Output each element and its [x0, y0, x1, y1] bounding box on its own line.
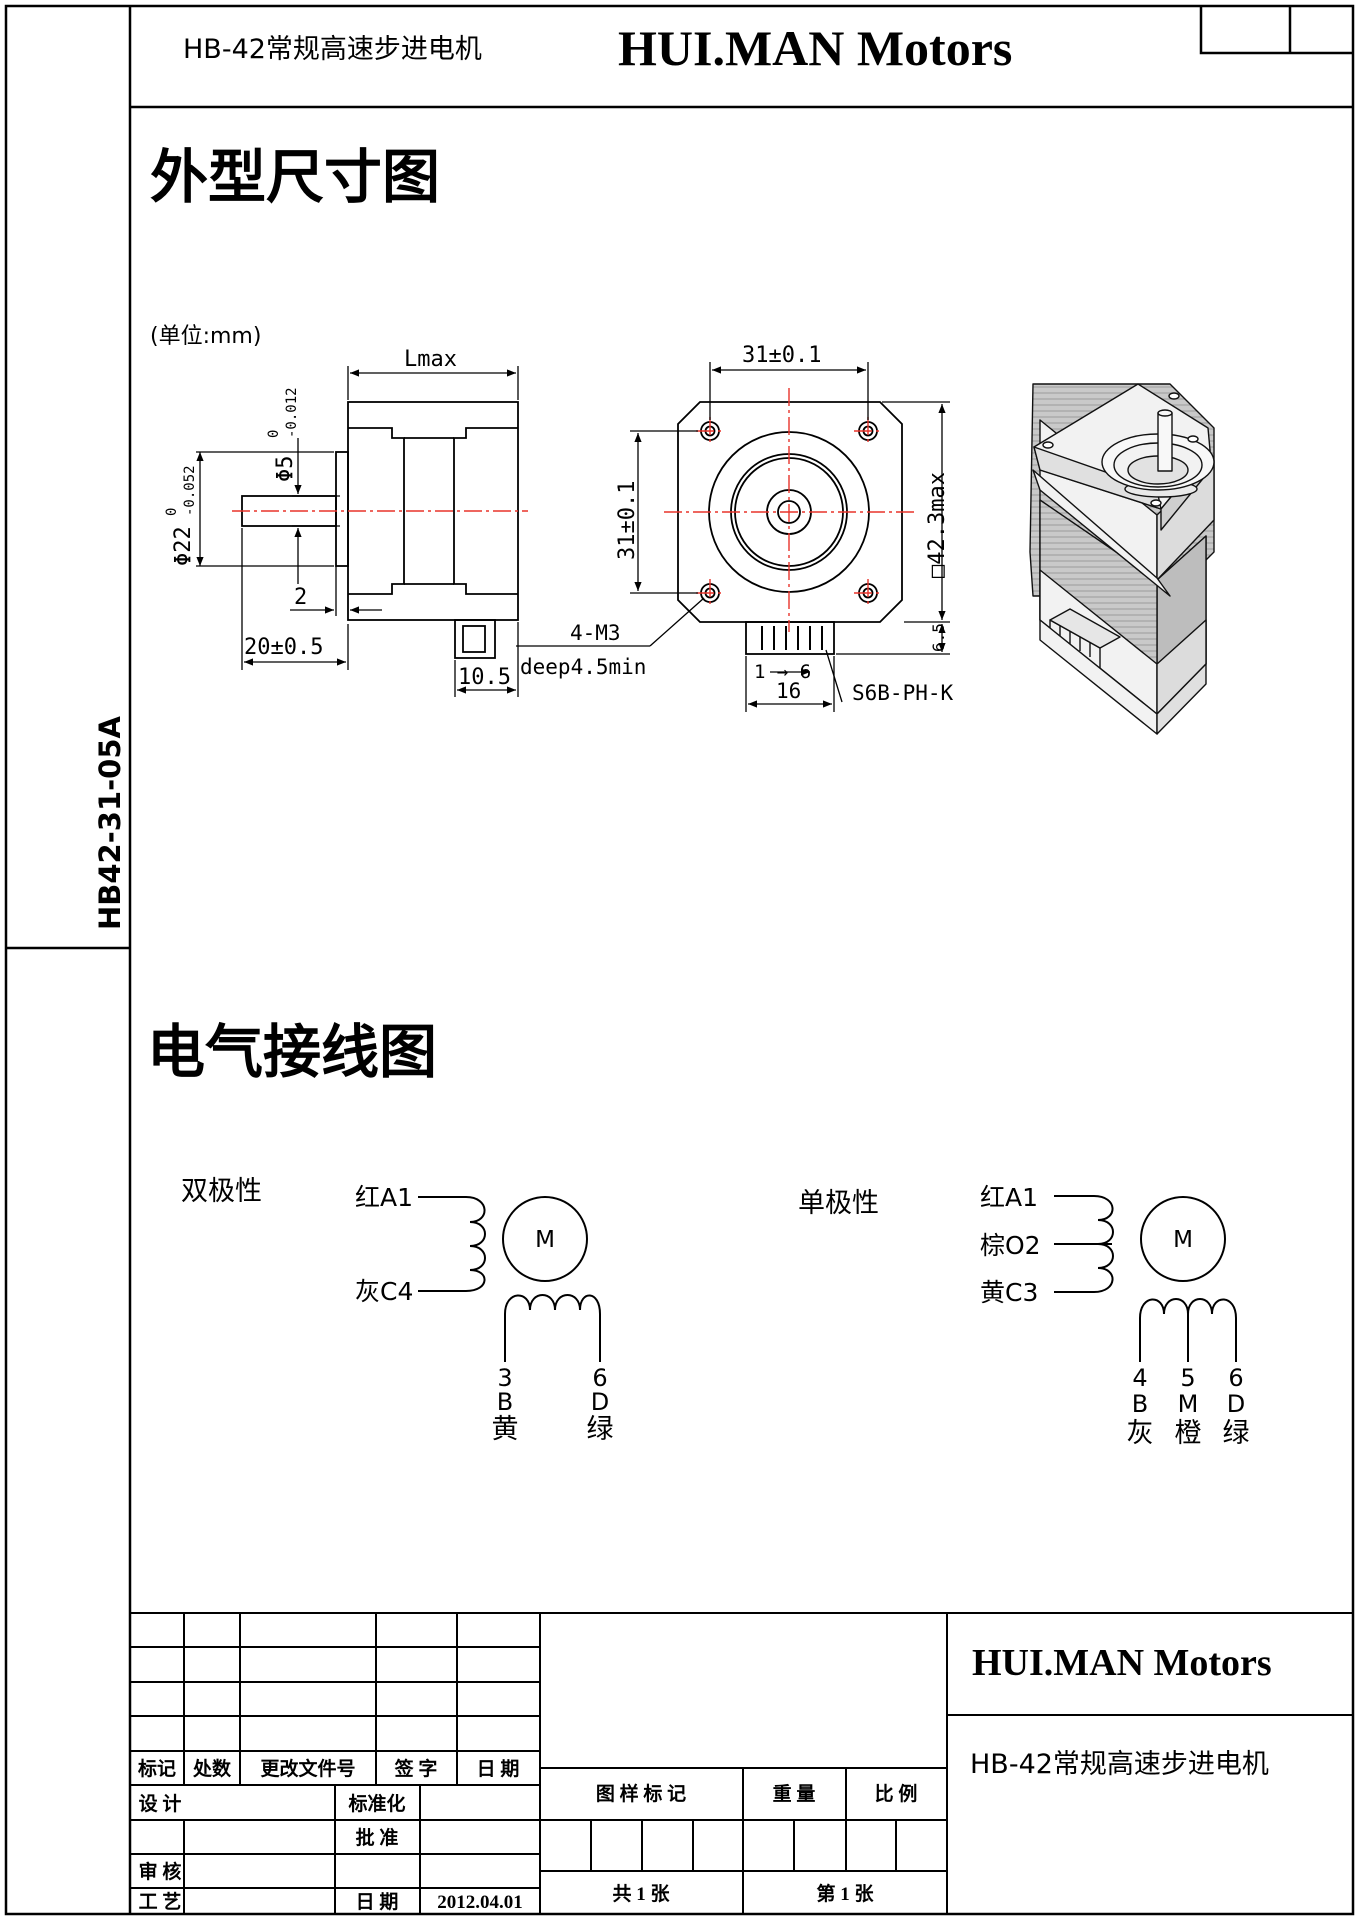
- unipolar-pin-m-num: 5: [1180, 1364, 1195, 1392]
- bipolar-pin-b-letter: B: [497, 1388, 513, 1416]
- dim-hole-spacing-vertical: 31±0.1: [615, 481, 640, 560]
- unipolar-motor-label: M: [1173, 1227, 1193, 1253]
- revision-headers: 标记 处数 更改文件号 签 字 日 期: [138, 1757, 519, 1780]
- bipolar-motor-symbol: [502, 1196, 588, 1282]
- unipolar-coil-a: [1054, 1195, 1114, 1293]
- dim-shaft-diameter: Φ5 0 -0.012: [266, 387, 300, 482]
- front-view-dimensions: [516, 362, 950, 712]
- unipolar-coil-b: [1139, 1298, 1237, 1362]
- unipolar-coil-o2: 棕O2: [980, 1231, 1041, 1260]
- unipolar-pin-b-num: 4: [1132, 1364, 1147, 1392]
- side-model-number: HB42-31-05A: [93, 715, 127, 930]
- side-view: [241, 401, 519, 659]
- dim-lmax: Lmax: [404, 347, 457, 372]
- bipolar-coil-a: [418, 1196, 486, 1292]
- dim-hole-spacing-horizontal: 31±0.1: [742, 343, 821, 368]
- bipolar-coil-a-bottom: 灰C4: [355, 1277, 413, 1306]
- dim-boss-height: 2: [294, 585, 307, 610]
- unipolar-pin-b: 4 B 灰: [1127, 1364, 1154, 1449]
- bipolar-pin-b: 3 B 黄: [492, 1364, 519, 1445]
- unipolar-label: 单极性: [798, 1188, 879, 1219]
- label-scale: 比 例: [875, 1782, 918, 1805]
- side-view-dimensions: [196, 366, 519, 697]
- unipolar-pin-d: 6 D 绿: [1223, 1364, 1250, 1449]
- connector-pins: [761, 626, 823, 650]
- dim-flange-size: □42.3max: [925, 472, 950, 578]
- unipolar-pin-b-color: 灰: [1127, 1418, 1154, 1449]
- dim-screw-spec: 4-M3: [570, 621, 621, 645]
- bipolar-pin-b-color: 黄: [492, 1414, 519, 1445]
- dim-shaft-length: 20±0.5: [244, 635, 323, 660]
- dim-boss-dia-text: Φ22: [171, 526, 196, 566]
- dim-shaft-dia-text: Φ5: [273, 456, 298, 483]
- unit-note: (单位:mm): [150, 324, 261, 349]
- label-standardize: 标准化: [348, 1792, 405, 1815]
- unipolar-coil-c3: 黄C3: [980, 1278, 1038, 1307]
- bipolar-pin-d: 6 D 绿: [587, 1364, 614, 1445]
- unipolar-pin-d-color: 绿: [1223, 1418, 1250, 1449]
- motor-3d-render: [1029, 383, 1215, 735]
- dim-pin-range: 1 → 6: [754, 661, 811, 683]
- rev-header-sign: 签 字: [394, 1757, 438, 1780]
- bipolar-pin-d-num: 6: [592, 1364, 607, 1392]
- dim-boss-diameter: Φ22 0 -0.052: [164, 465, 198, 566]
- unipolar-motor-symbol: [1140, 1196, 1226, 1282]
- bipolar-pin-b-num: 3: [497, 1364, 512, 1392]
- label-review: 审 核: [139, 1860, 182, 1883]
- rev-header-doc: 更改文件号: [260, 1757, 355, 1780]
- wiring-title: 电气接线图: [147, 1018, 437, 1086]
- unipolar-pin-b-letter: B: [1132, 1390, 1148, 1418]
- unipolar-coil-a1: 红A1: [980, 1183, 1038, 1212]
- header-product-name: HB-42常规高速步进电机: [183, 34, 482, 65]
- dim-connector-type: S6B-PH-K: [852, 681, 954, 705]
- header-brand: HUI.MAN Motors: [618, 20, 1012, 76]
- bipolar-label: 双极性: [181, 1176, 262, 1207]
- unipolar-pin-d-num: 6: [1228, 1364, 1243, 1392]
- dim-connector-offset: 6.5: [929, 623, 948, 652]
- label-date: 日 期: [356, 1891, 399, 1913]
- dim-screw-depth: deep4.5min: [520, 655, 646, 679]
- front-view-centerlines: [664, 388, 916, 632]
- title-block-grid: [130, 1612, 1353, 1914]
- dim-boss-tol-lower: -0.052: [182, 465, 198, 516]
- label-approve: 批 准: [356, 1827, 399, 1849]
- dim-shaft-tol-lower: -0.012: [284, 387, 300, 438]
- bipolar-pin-d-letter: D: [591, 1388, 609, 1416]
- label-weight: 重 量: [773, 1783, 816, 1805]
- bipolar-pin-d-color: 绿: [587, 1414, 614, 1445]
- bipolar-coil-a-top: 红A1: [355, 1183, 413, 1212]
- bipolar-motor-label: M: [535, 1227, 555, 1253]
- unipolar-pin-m-color: 橙: [1175, 1418, 1202, 1449]
- unipolar-pin-m-letter: M: [1178, 1390, 1199, 1418]
- unipolar-pin-m: 5 M 橙: [1175, 1364, 1202, 1449]
- title-block-product-name: HB-42常规高速步进电机: [970, 1749, 1269, 1780]
- outline-title: 外型尺寸图: [150, 143, 440, 211]
- dim-boss-tol-upper: 0: [164, 508, 180, 516]
- rev-header-count: 处数: [192, 1757, 232, 1780]
- sheet-number: 第 1 张: [816, 1882, 874, 1905]
- rev-header-date: 日 期: [477, 1758, 520, 1780]
- outer-frame: [4, 4, 1355, 1916]
- dim-shaft-tol-upper: 0: [266, 430, 282, 438]
- date-value: 2012.04.01: [437, 1892, 523, 1913]
- dim-pitch-total: 16: [776, 679, 801, 703]
- rev-header-mark: 标记: [138, 1758, 176, 1780]
- sheet-info: 图 样 标 记 重 量 比 例 共 1 张 第 1 张: [596, 1782, 918, 1905]
- title-block-brand: HUI.MAN Motors: [972, 1642, 1272, 1684]
- label-process: 工 艺: [139, 1891, 182, 1913]
- label-drawing-mark: 图 样 标 记: [596, 1782, 686, 1805]
- approval-labels: 设 计 标准化 批 准 审 核 工 艺 日 期 2012.04.01: [139, 1792, 523, 1913]
- label-design: 设 计: [139, 1793, 182, 1815]
- unipolar-pin-d-letter: D: [1227, 1390, 1245, 1418]
- bipolar-coil-b: [504, 1294, 601, 1362]
- dim-connector-width: 10.5: [458, 665, 511, 690]
- total-sheets: 共 1 张: [612, 1883, 670, 1905]
